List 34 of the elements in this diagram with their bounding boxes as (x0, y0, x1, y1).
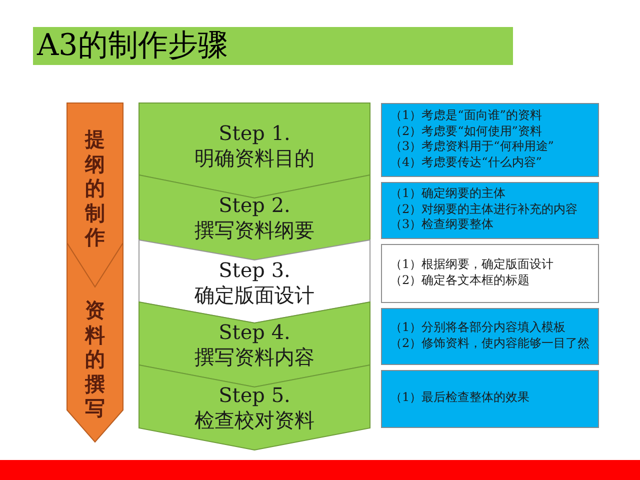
list-item: （3）检查纲要整体 (390, 217, 494, 233)
list-item: （1）考虑是“面向谁”的资料 (390, 108, 542, 124)
step-title: 撰写资料内容 (194, 345, 314, 370)
step-number: Step 2. (218, 193, 290, 218)
list-item: （2）考虑要“如何使用”资料 (390, 124, 542, 139)
step-panel (139, 365, 370, 450)
list-item: （3）考虑资料用于“何种用途” (390, 139, 554, 154)
step-panel (139, 103, 370, 198)
step-number: Step 1. (218, 121, 290, 146)
phase-label: 资料的撰写 (85, 298, 105, 420)
list-item: （2）修饰资料，使内容能够一目了然 (390, 336, 590, 351)
list-item: （1）分别将各部分内容填入模板 (390, 320, 566, 336)
step-number: Step 3. (218, 258, 290, 283)
step-number: Step 5. (218, 383, 290, 408)
step-number: Step 4. (218, 320, 290, 345)
list-item: （2）对纲要的主体进行补充的内容 (390, 202, 578, 218)
description-box (381, 182, 599, 239)
step-panel (139, 175, 370, 260)
description-box (381, 244, 599, 303)
step-title: 检查校对资料 (194, 408, 314, 433)
list-item: （1）根据纲要，确定版面设计 (390, 257, 554, 272)
title-banner: A3的制作步骤 (33, 27, 513, 65)
step-panel (139, 240, 370, 323)
phase-label: 提纲的制作 (85, 127, 105, 250)
description-box (381, 308, 599, 365)
step-title: 撰写资料纲要 (194, 218, 314, 243)
step-title: 确定版面设计 (194, 283, 314, 308)
description-box (381, 370, 599, 428)
step-title: 明确资料目的 (194, 146, 314, 171)
list-item: （1）最后检查整体的效果 (390, 390, 530, 406)
description-box (381, 103, 599, 177)
list-item: （2）确定各文本框的标题 (390, 272, 530, 288)
list-item: （4）考虑要传达“什么内容” (390, 154, 542, 170)
list-item: （1）确定纲要的主体 (390, 186, 506, 202)
